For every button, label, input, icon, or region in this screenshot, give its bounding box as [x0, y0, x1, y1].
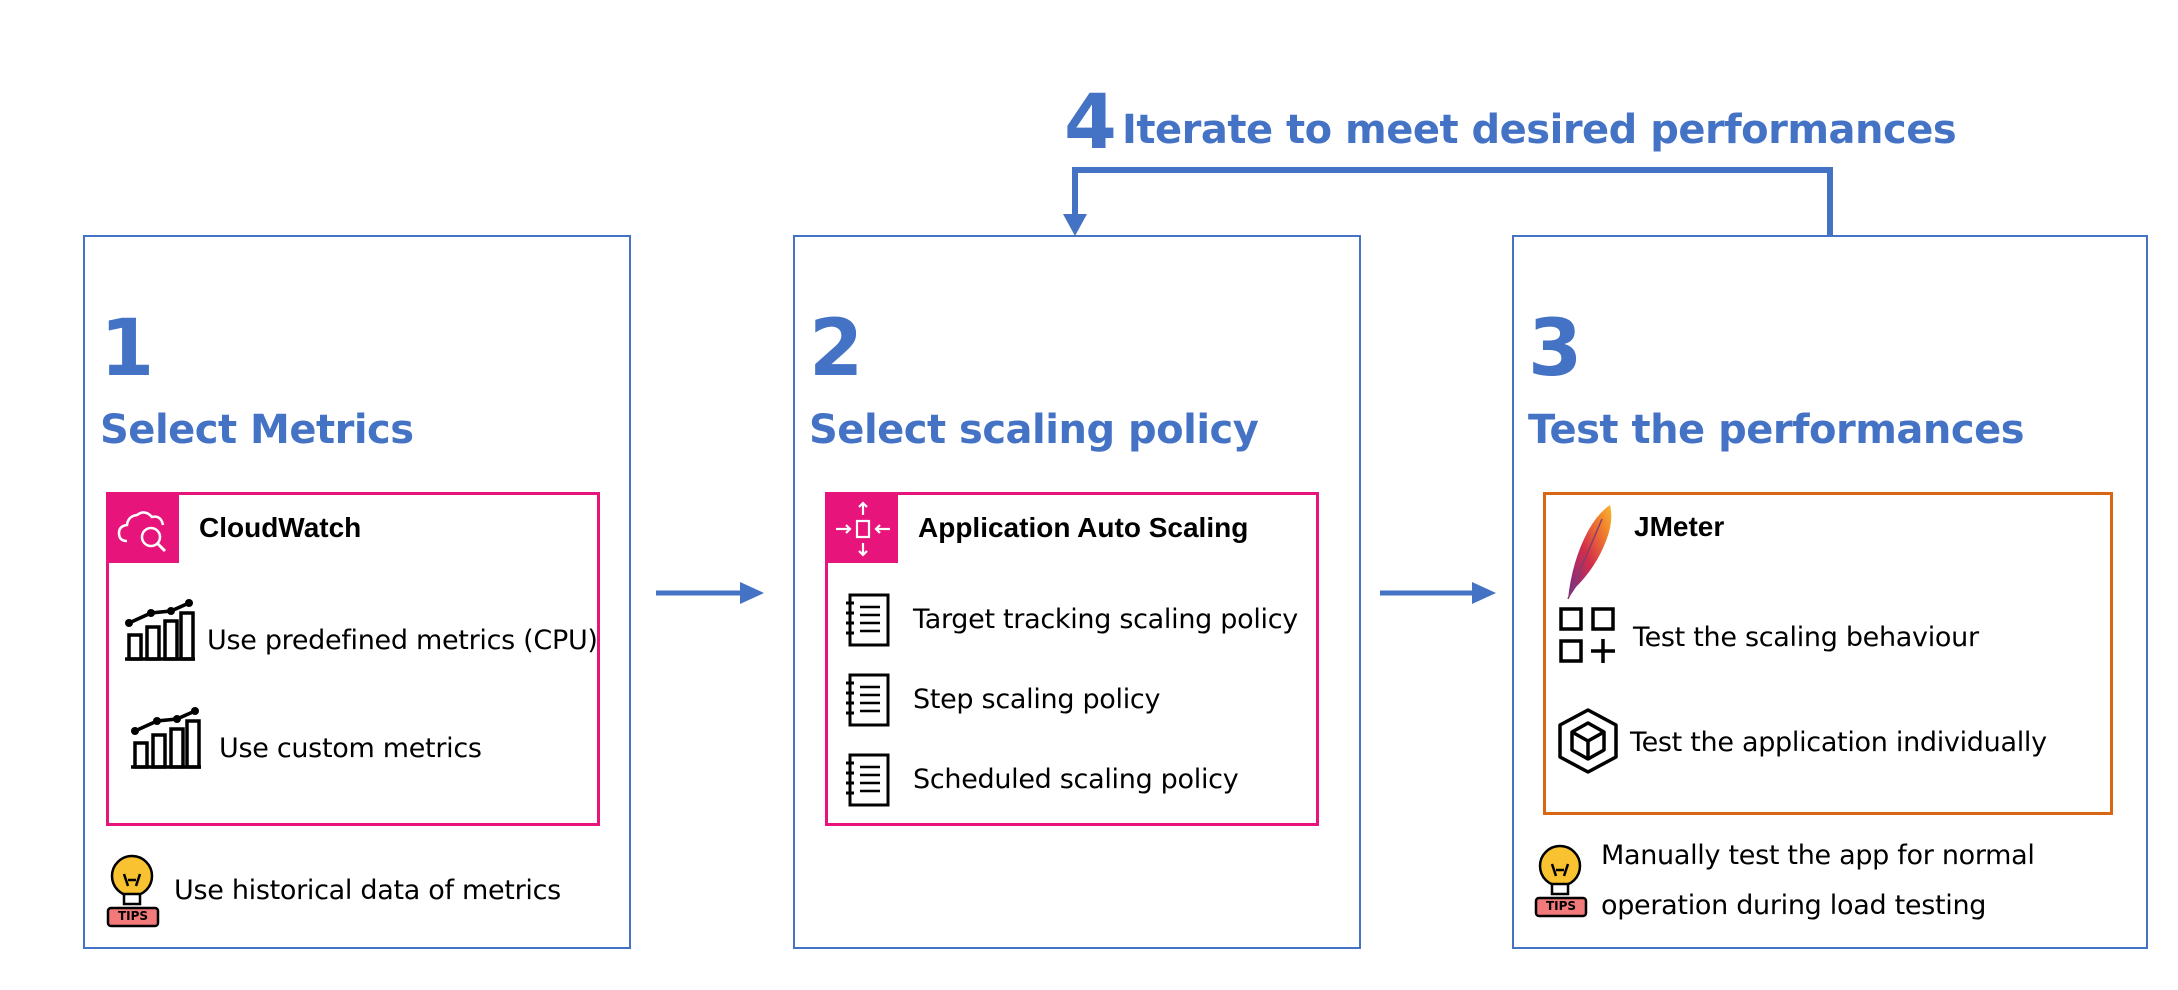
iterate-number: 4 [1064, 77, 1117, 166]
auto-scaling-icon [828, 495, 898, 563]
cloudwatch-item-custom: Use custom metrics [219, 733, 482, 764]
cube-icon [1558, 708, 1618, 774]
add-module-icon [1559, 607, 1615, 663]
cloudwatch-icon [109, 495, 179, 563]
step-3-tip-line-2: operation during load testing [1601, 890, 1987, 921]
policy-step-scaling: Step scaling policy [913, 684, 1161, 715]
document-icon [846, 753, 890, 807]
step-3-tip-line-1: Manually test the app for normal [1601, 840, 2035, 871]
chart-icon [125, 599, 195, 661]
iterate-label: Iterate to meet desired performances [1122, 107, 1957, 153]
step-3-number: 3 [1528, 304, 1583, 394]
cloudwatch-service-name: CloudWatch [199, 512, 362, 543]
policy-target-tracking: Target tracking scaling policy [913, 604, 1298, 635]
document-icon [846, 593, 890, 647]
arrow-step1-to-step2 [656, 582, 764, 604]
document-icon [846, 673, 890, 727]
cloudwatch-item-predefined: Use predefined metrics (CPU) [207, 625, 598, 656]
policy-scheduled-scaling: Scheduled scaling policy [913, 764, 1239, 795]
step-1-number: 1 [100, 304, 155, 394]
arrow-step2-to-step3 [1380, 582, 1496, 604]
tips-badge: TIPS [1545, 899, 1577, 913]
step-2-title: Select scaling policy [809, 407, 1259, 453]
chart-icon [131, 707, 201, 769]
jmeter-service-box: JMeter Test the scaling behaviour Test t… [1543, 492, 2113, 815]
step-3-title: Test the performances [1528, 407, 2025, 453]
feather-icon [1567, 505, 1612, 600]
step-1-tip: Use historical data of metrics [174, 875, 561, 906]
jmeter-service-name: JMeter [1634, 511, 1725, 542]
jmeter-item-app-individually: Test the application individually [1630, 727, 2047, 758]
lightbulb-tips-icon [1534, 844, 1588, 918]
jmeter-item-scaling-behaviour: Test the scaling behaviour [1633, 622, 1979, 653]
lightbulb-tips-icon [106, 854, 160, 928]
step-2-number: 2 [809, 304, 864, 394]
auto-scaling-service-name: Application Auto Scaling [918, 512, 1249, 543]
tips-badge: TIPS [117, 909, 149, 923]
cloudwatch-service-box: CloudWatch Use predefined metrics (CPU) … [106, 492, 600, 826]
auto-scaling-service-box: Application Auto Scaling Target tracking… [825, 492, 1319, 826]
step-1-title: Select Metrics [100, 407, 414, 453]
